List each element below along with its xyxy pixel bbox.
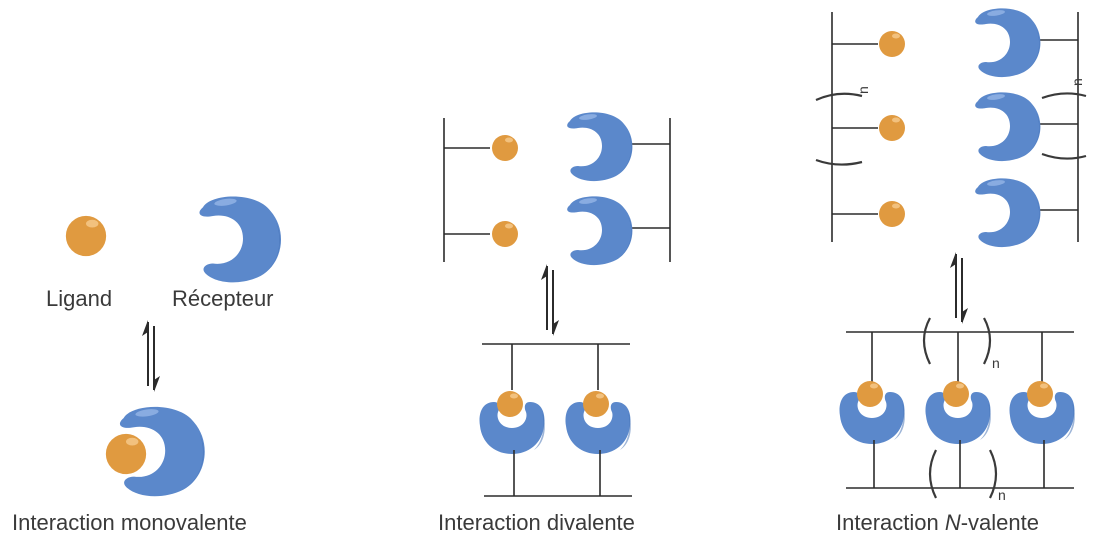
- receptor-crescent-icon: [975, 92, 1041, 162]
- ligand-sphere-icon: [497, 391, 523, 417]
- ligand-sphere-icon: [492, 221, 518, 247]
- receptor-crescent-icon: [567, 196, 633, 266]
- ligand-sphere-icon: [583, 391, 609, 417]
- label-n-valent: Interaction N-valente: [836, 510, 1039, 535]
- ligand-sphere-icon: [65, 215, 107, 257]
- ligand-sphere-icon: [1027, 381, 1053, 407]
- ligand-sphere-icon: [105, 433, 147, 475]
- receptor-crescent-icon: [975, 8, 1041, 78]
- ligand-sphere-icon: [857, 381, 883, 407]
- subscript-n: n: [992, 355, 1000, 371]
- equilibrium-arrow-icon: [540, 263, 560, 337]
- label-monovalent: Interaction monovalente: [12, 510, 247, 535]
- label-ligand: Ligand: [46, 286, 112, 311]
- subscript-n: n: [998, 487, 1006, 503]
- label-receptor: Récepteur: [172, 286, 274, 311]
- panel-n-valent: n n n n Interaction N-valent: [815, 8, 1087, 535]
- ligand-sphere-icon: [879, 201, 905, 227]
- panel-monovalent: Ligand Récepteur Interaction monovalente: [12, 196, 282, 535]
- ligand-sphere-icon: [943, 381, 969, 407]
- receptor-crescent-icon: [567, 112, 633, 182]
- panel-divalent: Interaction divalente: [438, 112, 671, 535]
- ligand-sphere-icon: [879, 115, 905, 141]
- ligand-sphere-icon: [492, 135, 518, 161]
- ligand-sphere-icon: [879, 31, 905, 57]
- receptor-crescent-icon: [975, 178, 1041, 248]
- receptor-crescent-icon: [199, 196, 282, 283]
- subscript-n: n: [1069, 78, 1085, 86]
- label-divalent: Interaction divalente: [438, 510, 635, 535]
- subscript-n: n: [855, 86, 871, 94]
- equilibrium-arrow-icon: [949, 251, 969, 325]
- equilibrium-arrow-icon: [141, 319, 161, 393]
